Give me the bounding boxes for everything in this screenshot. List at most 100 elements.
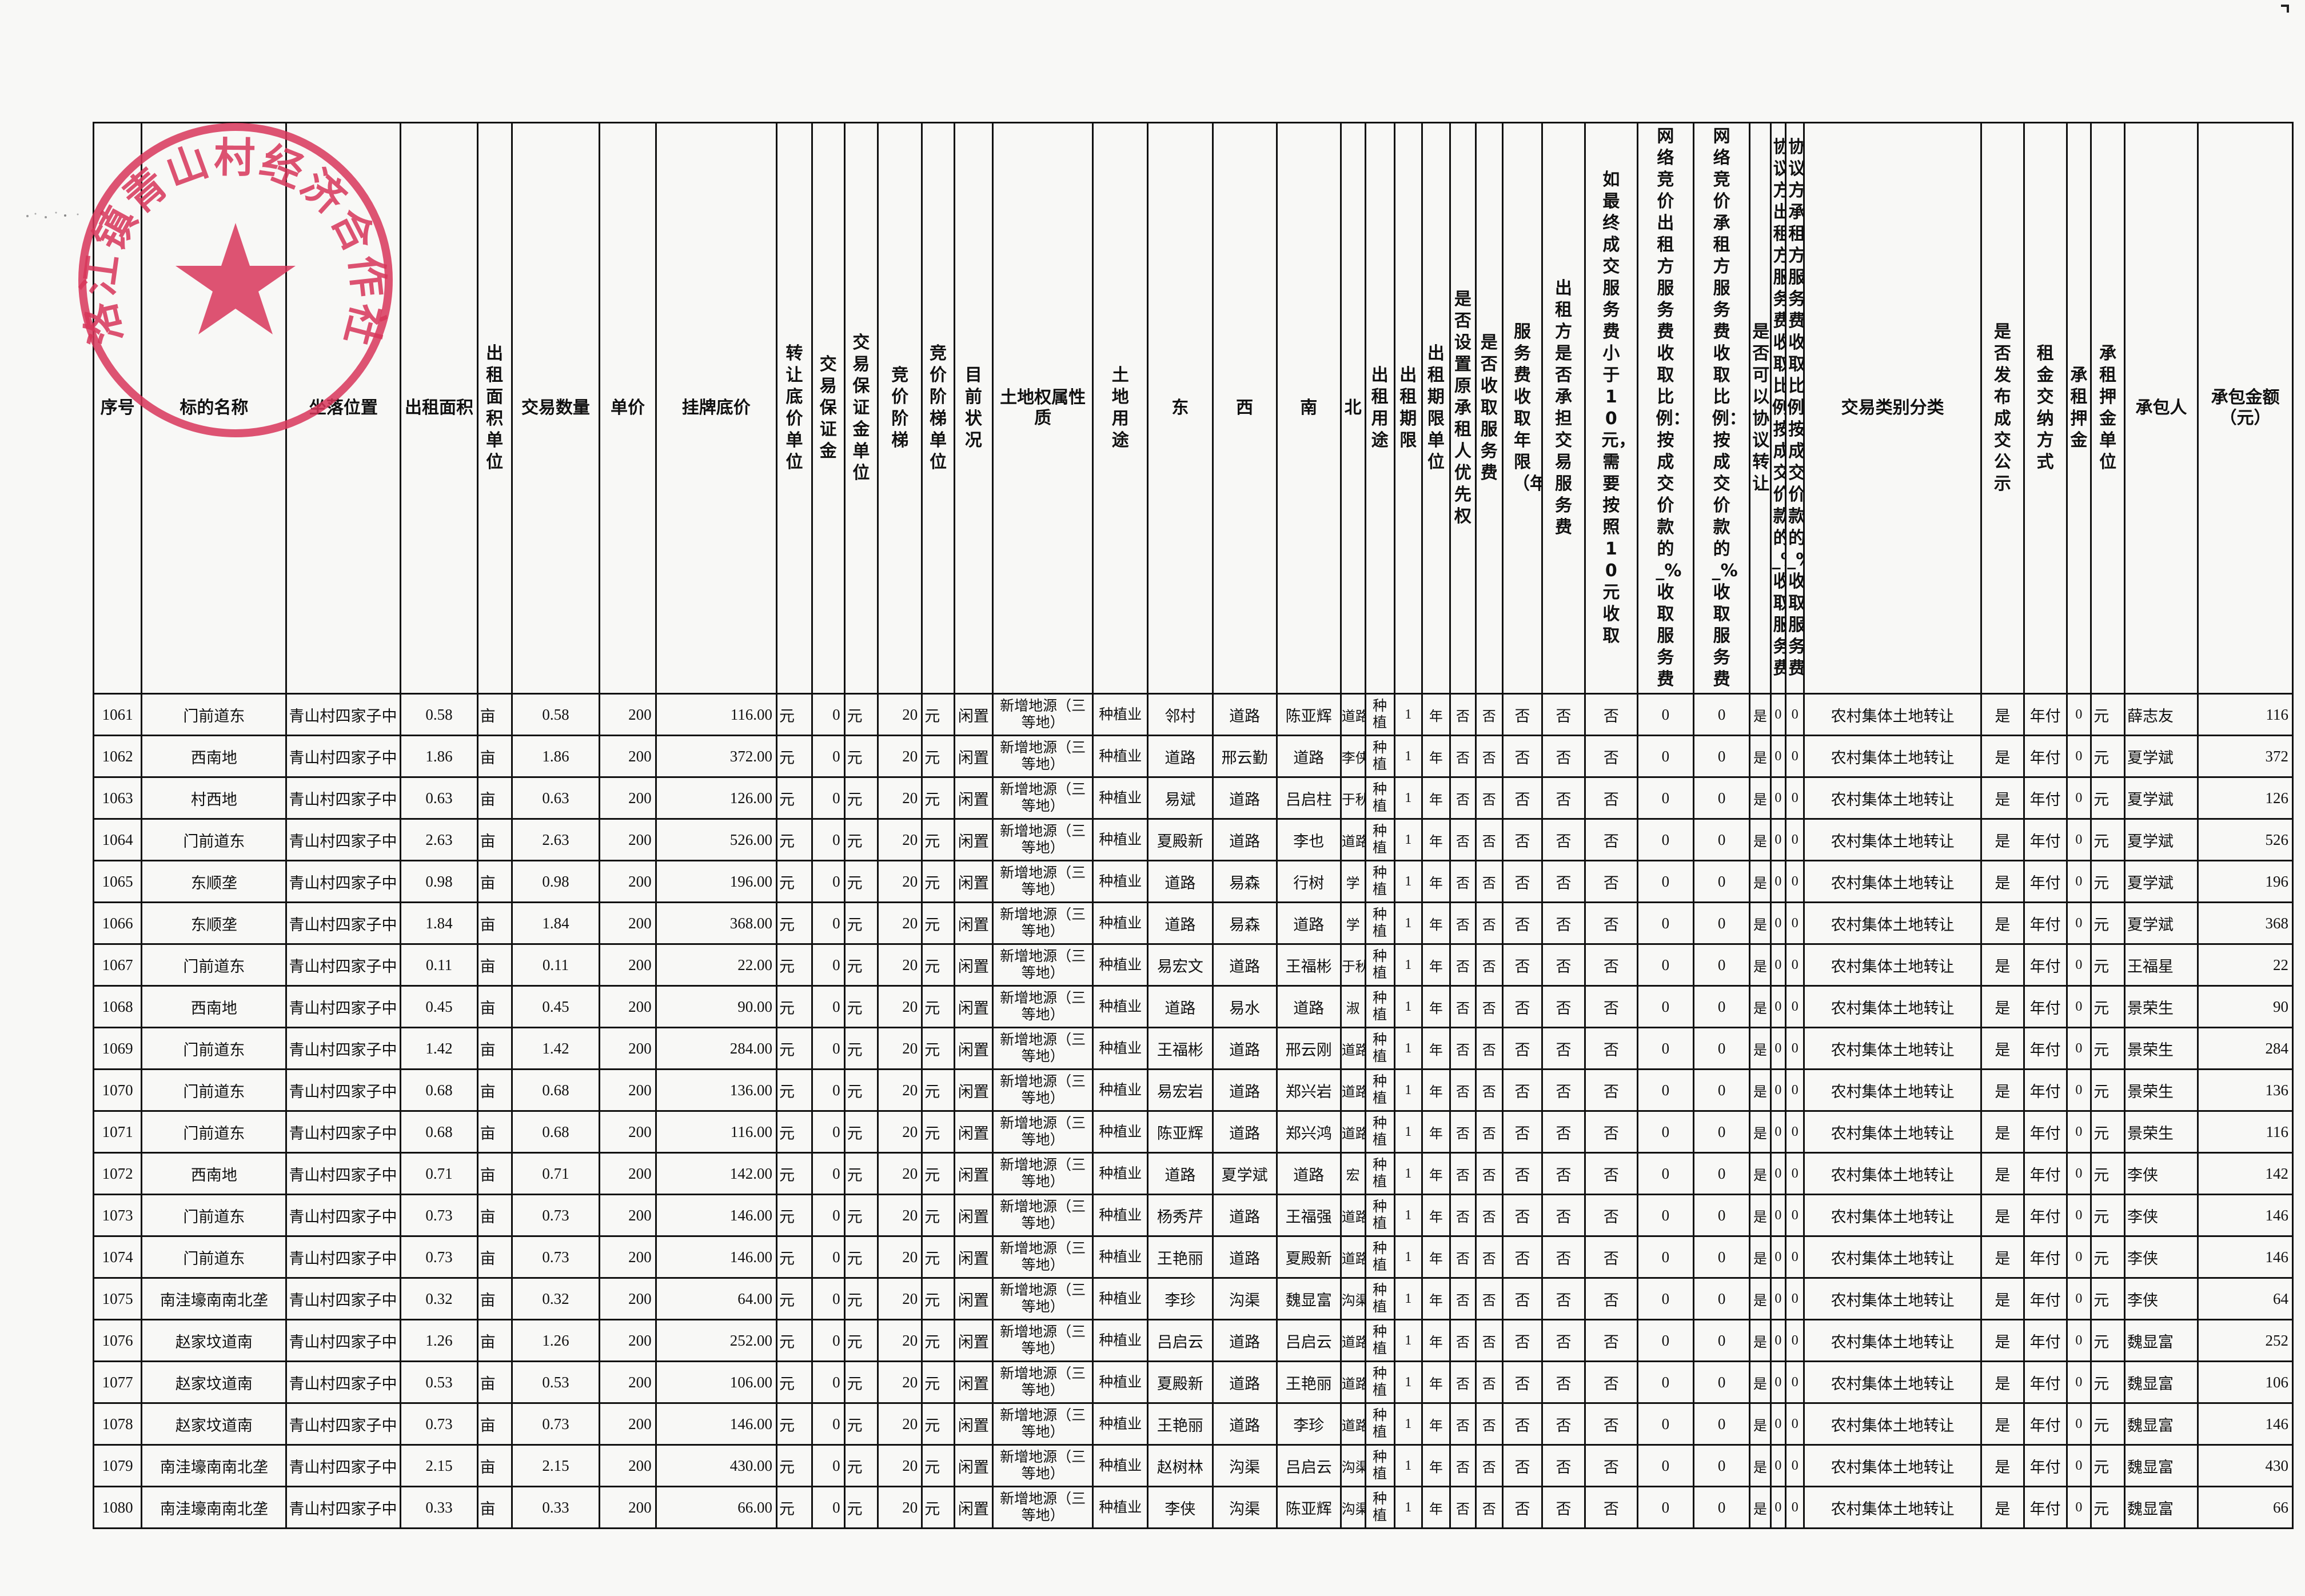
- cell-deposit-unit: 元: [843, 1277, 879, 1320]
- header-label: 交易保证金单位: [852, 333, 870, 483]
- cell-north: 宏: [1339, 1152, 1366, 1195]
- cell-status: 闲置: [953, 1194, 994, 1237]
- cell-step-unit: 元: [921, 776, 955, 820]
- cell-north: 学: [1339, 901, 1366, 945]
- cell-net-lessor: 0: [1636, 1277, 1695, 1320]
- cell-neg-lessee: 0: [1785, 1319, 1805, 1362]
- cell-neg-lessee: 0: [1785, 735, 1805, 778]
- cell-name: 西南地: [141, 985, 288, 1028]
- cell-status: 闲置: [953, 1152, 994, 1195]
- cell-south: 郑兴岩: [1275, 1068, 1342, 1112]
- cell-west: 道路: [1211, 818, 1278, 861]
- cell-status: 闲置: [953, 1110, 994, 1154]
- cell-deposit: 0: [811, 1486, 846, 1529]
- cell-lessor-fee: 否: [1541, 776, 1586, 820]
- cell-loc: 青山村四家子中: [285, 943, 402, 987]
- cell-deposit: 0: [811, 1277, 846, 1320]
- cell-amount: 372: [2197, 735, 2294, 778]
- cell-min-fee: 否: [1584, 860, 1638, 903]
- cell-area: 0.11: [400, 943, 478, 987]
- cell-deposit: 0: [811, 985, 846, 1028]
- cell-use: 种植业: [1092, 1360, 1149, 1404]
- header-label: 是否收取服务费: [1480, 333, 1498, 483]
- cell-net-lessor: 0: [1636, 901, 1695, 945]
- cell-category: 农村集体土地转让: [1803, 1319, 1983, 1362]
- cell-east: 杨秀芹: [1147, 1194, 1214, 1237]
- cell-net-lessee: 0: [1693, 1068, 1751, 1112]
- cell-land: 新增地源（三等地）: [992, 776, 1094, 820]
- cell-pay: 年付: [2023, 901, 2068, 945]
- cell-west: 沟渠: [1211, 1486, 1278, 1529]
- cell-price: 200: [599, 1486, 657, 1529]
- cell-status: 闲置: [953, 693, 994, 736]
- cell-base: 146.00: [655, 1194, 778, 1237]
- cell-term: 1: [1393, 943, 1423, 987]
- cell-fee-years: 否: [1501, 901, 1544, 945]
- cell-qty: 0.68: [511, 1068, 601, 1112]
- cell-neg-lessee: 0: [1785, 860, 1805, 903]
- header-publish: 是否发布成交公示: [1980, 122, 2025, 695]
- cell-status: 闲置: [953, 735, 994, 778]
- cell-step-unit: 元: [921, 943, 955, 987]
- cell-tenant: 王福星: [2123, 943, 2199, 987]
- cell-north: 道路: [1339, 1027, 1366, 1070]
- cell-seq: 1068: [92, 985, 143, 1028]
- cell-deposit-unit: 元: [843, 1194, 879, 1237]
- header-negotiable: 是否可以协议转让: [1749, 122, 1772, 695]
- cell-category: 农村集体土地转让: [1803, 901, 1983, 945]
- cell-category: 农村集体土地转让: [1803, 776, 1983, 820]
- cell-north: 道路: [1339, 1360, 1366, 1404]
- cell-status: 闲置: [953, 860, 994, 903]
- cell-fee-years: 否: [1501, 1486, 1544, 1529]
- cell-net-lessor: 0: [1636, 1194, 1695, 1237]
- header-fee-years: 服务费收取年限（年）: [1501, 122, 1544, 695]
- cell-neg-lessee: 0: [1785, 776, 1805, 820]
- cell-amount: 252: [2197, 1319, 2294, 1362]
- header-neg-lessor: 协议方出租方服务费收取比例：按成交价款的_%收取服务费: [1769, 122, 1787, 695]
- cell-publish: 是: [1980, 1444, 2025, 1487]
- cell-south: 魏显富: [1275, 1277, 1342, 1320]
- cell-pledge-unit: 元: [2090, 1194, 2125, 1237]
- cell-price: 200: [599, 1319, 657, 1362]
- cell-loc: 青山村四家子中: [285, 693, 402, 736]
- cell-area: 0.71: [400, 1152, 478, 1195]
- cell-base: 146.00: [655, 1402, 778, 1446]
- cell-price: 200: [599, 693, 657, 736]
- cell-net-lessee: 0: [1693, 1319, 1751, 1362]
- cell-term-unit: 年: [1421, 1277, 1451, 1320]
- cell-south: 邢云刚: [1275, 1027, 1342, 1070]
- cell-publish: 是: [1980, 860, 2025, 903]
- cell-prior: 否: [1449, 1068, 1477, 1112]
- cell-pledge-unit: 元: [2090, 1110, 2125, 1154]
- cell-loc: 青山村四家子中: [285, 901, 402, 945]
- cell-negotiable: 是: [1749, 1068, 1772, 1112]
- cell-negotiable: 是: [1749, 693, 1772, 736]
- cell-term-unit: 年: [1421, 1402, 1451, 1446]
- cell-category: 农村集体土地转让: [1803, 1027, 1983, 1070]
- header-pledge: 承租押金: [2065, 122, 2092, 695]
- cell-neg-lessee: 0: [1785, 1152, 1805, 1195]
- cell-publish: 是: [1980, 693, 2025, 736]
- cell-net-lessee: 0: [1693, 818, 1751, 861]
- cell-fee-years: 否: [1501, 1152, 1544, 1195]
- cell-prior: 否: [1449, 1235, 1477, 1279]
- cell-seq: 1070: [92, 1068, 143, 1112]
- cell-use: 种植业: [1092, 1152, 1149, 1195]
- cell-category: 农村集体土地转让: [1803, 1194, 1983, 1237]
- cell-negotiable: 是: [1749, 1152, 1772, 1195]
- header-category: 交易类别分类: [1803, 122, 1983, 695]
- cell-min-fee: 否: [1584, 1402, 1638, 1446]
- cell-step: 20: [877, 1444, 923, 1487]
- cell-net-lessor: 0: [1636, 735, 1695, 778]
- cell-lessor-fee: 否: [1541, 1319, 1586, 1362]
- cell-publish: 是: [1980, 1486, 2025, 1529]
- cell-net-lessee: 0: [1693, 735, 1751, 778]
- cell-deposit: 0: [811, 1110, 846, 1154]
- cell-negotiable: 是: [1749, 860, 1772, 903]
- cell-pay: 年付: [2023, 818, 2068, 861]
- cell-min-fee: 否: [1584, 1319, 1638, 1362]
- cell-base: 126.00: [655, 776, 778, 820]
- cell-tenant: 魏显富: [2123, 1319, 2199, 1362]
